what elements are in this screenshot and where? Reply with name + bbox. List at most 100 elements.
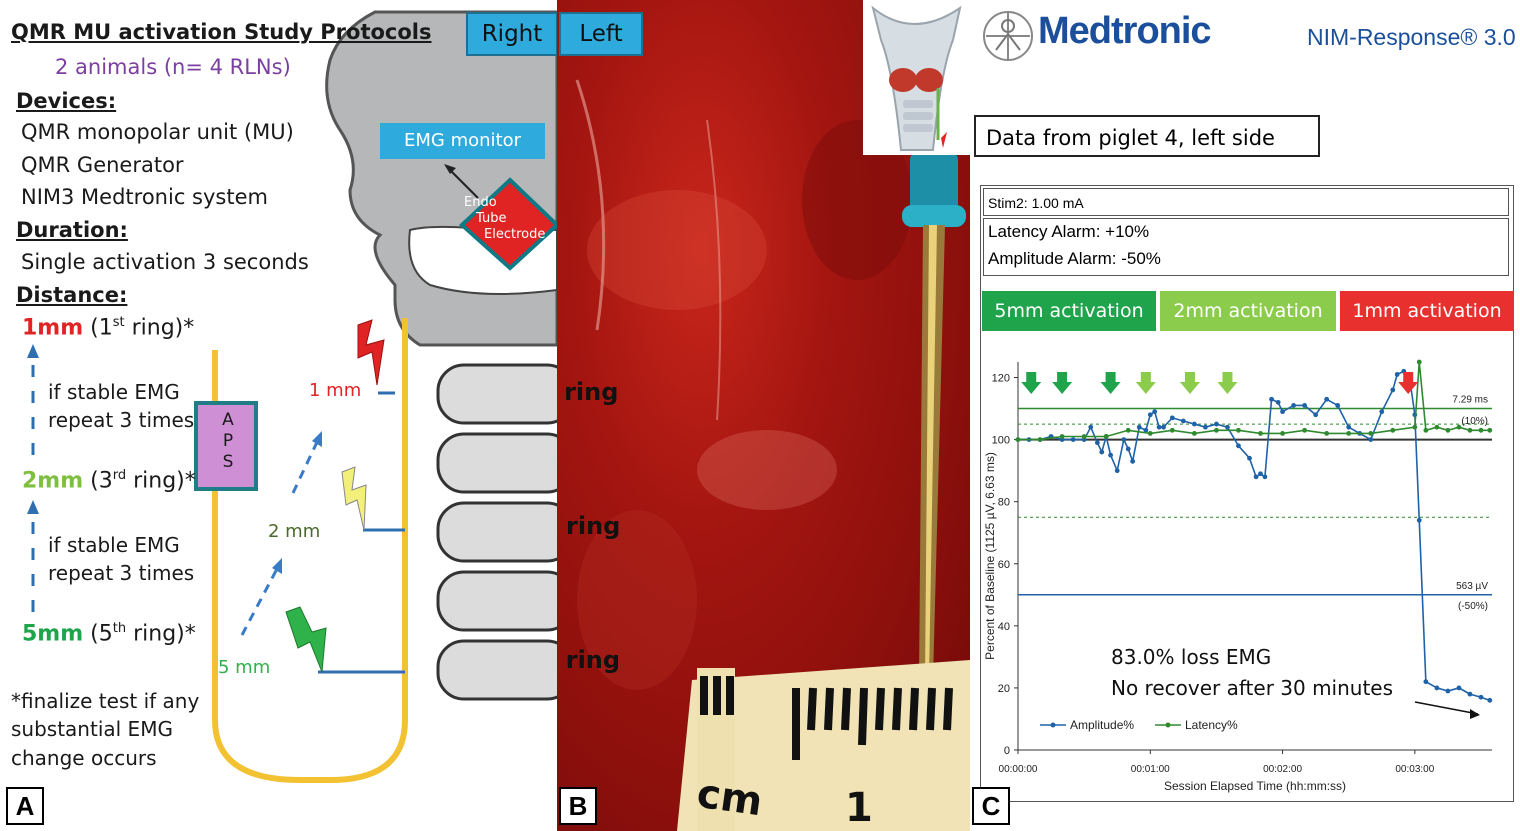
- device-item: QMR monopolar unit (MU): [21, 120, 294, 144]
- data-point-latency: [1346, 430, 1352, 436]
- duration-text: Single activation 3 seconds: [21, 250, 309, 274]
- data-point-latency: [1015, 437, 1021, 442]
- data-point-latency: [1487, 427, 1493, 433]
- distance-1mm: 1mm (1st ring)*: [22, 315, 195, 341]
- panel-a-illustration: [27, 10, 557, 783]
- right-side-label: Right: [466, 12, 557, 56]
- larynx-illustration: [871, 5, 962, 151]
- annotation-amp-pct: (-50%): [1458, 601, 1488, 612]
- dash-arrow-1: [240, 566, 280, 636]
- annotation-latency-ms: 7.29 ms: [1452, 395, 1488, 406]
- data-point-amplitude: [1313, 412, 1319, 418]
- pointer-line: [1414, 701, 1479, 715]
- data-point-amplitude: [1225, 424, 1230, 430]
- ruler-number: 1: [845, 785, 873, 831]
- data-point-amplitude: [1368, 437, 1374, 442]
- data-point-amplitude: [1262, 474, 1268, 480]
- monitor-arrow: [447, 167, 479, 199]
- duration-heading: Duration:: [16, 218, 128, 242]
- activation-5mm-banner: 5mm activation: [982, 291, 1156, 331]
- data-point-amplitude: [1143, 427, 1149, 433]
- y-axis-label: Percent of Baseline (1125 µV, 6.63 ms): [983, 452, 997, 660]
- surgical-photo: [575, 79, 970, 831]
- stim-label: Stim2: 1.00 mA: [983, 188, 1509, 216]
- activation-2mm-banner: 2mm activation: [1160, 291, 1336, 331]
- loss-text-2: No recover after 30 minutes: [1111, 676, 1394, 700]
- data-point-amplitude: [1136, 424, 1142, 430]
- aps-box: [194, 401, 258, 491]
- x-tick-label: 00:02:00: [1263, 764, 1302, 775]
- data-point-latency: [1214, 427, 1219, 433]
- panel-letter-b: B: [559, 787, 597, 825]
- product-name: NIM-Response® 3.0: [1307, 24, 1516, 50]
- legend-amplitude-label: Amplitude%: [1070, 718, 1134, 732]
- data-point-amplitude: [1434, 685, 1440, 691]
- head-silhouette: [325, 10, 557, 347]
- dash-arrow-2: [291, 439, 320, 494]
- endo-tube-electrode: [459, 177, 557, 271]
- y-tick-label: 80: [998, 497, 1010, 509]
- panel-c: Medtronic NIM-Response® 3.0 Data from pi…: [970, 0, 1520, 831]
- data-point-amplitude: [1394, 372, 1400, 377]
- repeat-text-1b: repeat 3 times: [48, 408, 195, 432]
- endo-tube-label: Endo Tube Electrode: [464, 195, 546, 242]
- data-point-amplitude: [1275, 399, 1281, 405]
- annotation-amp-uv: 563 µV: [1456, 581, 1488, 592]
- data-point-amplitude: [1487, 697, 1493, 703]
- data-point-amplitude: [1346, 424, 1352, 430]
- x-tick-label: 00:00:00: [999, 764, 1038, 775]
- data-point-amplitude: [1191, 421, 1197, 427]
- data-point-amplitude: [1253, 474, 1259, 480]
- emg-monitor-box: EMG monitor: [380, 123, 545, 159]
- data-point-latency: [1467, 427, 1473, 433]
- repeat-text-1a: if stable EMG: [48, 380, 180, 404]
- activation-arrow: [1100, 372, 1121, 394]
- data-point-latency: [1059, 434, 1065, 439]
- repeat-text-2b: repeat 3 times: [48, 561, 195, 585]
- panel-a: QMR MU activation Study Protocols 2 anim…: [0, 0, 557, 831]
- data-point-amplitude: [1214, 421, 1219, 427]
- data-point-latency: [1478, 427, 1484, 433]
- activation-arrow: [1135, 372, 1156, 394]
- data-point-latency: [1103, 434, 1109, 439]
- left-side-label: Left: [559, 12, 643, 56]
- y-tick-label: 120: [992, 373, 1010, 385]
- footnote-line-1: *finalize test if any: [11, 689, 200, 713]
- data-point-amplitude: [1156, 424, 1162, 430]
- monitor-arrow-head: [444, 164, 456, 174]
- dash-arrow-1-head: [272, 558, 282, 574]
- data-point-amplitude: [1094, 440, 1100, 446]
- label-1mm: 1 mm: [309, 380, 362, 401]
- y-tick-label: 20: [998, 683, 1010, 695]
- data-point-latency: [1416, 359, 1422, 365]
- devices-heading: Devices:: [16, 89, 117, 113]
- ring-label-5th: 5th ring: [557, 646, 621, 674]
- label-2mm: 2 mm: [268, 521, 321, 542]
- activation-arrow: [1179, 372, 1200, 394]
- data-point-latency: [1280, 430, 1285, 436]
- data-point-latency: [1412, 424, 1418, 430]
- data-point-latency: [1081, 434, 1087, 439]
- data-point-latency: [1423, 427, 1429, 433]
- medtronic-logo-icon: [983, 11, 1033, 61]
- footnote-line-3: change occurs: [11, 746, 157, 770]
- panel-letter-a: A: [6, 787, 44, 825]
- latency-alarm: Latency Alarm: +10%: [988, 222, 1150, 241]
- activation-1mm-banner: 1mm activation: [1340, 291, 1514, 331]
- ruler-unit-label: cm: [694, 770, 766, 826]
- data-point-amplitude: [1258, 471, 1263, 477]
- data-point-amplitude: [1161, 424, 1166, 430]
- y-tick-label: 100: [992, 435, 1010, 447]
- bolt-yellow: [341, 466, 367, 531]
- data-point-amplitude: [1130, 458, 1136, 464]
- y-tick-label: 60: [998, 559, 1010, 571]
- distance-2mm: 2mm (3rd ring)*: [22, 468, 196, 494]
- data-point-amplitude: [1169, 415, 1175, 421]
- data-point-amplitude: [1114, 468, 1120, 474]
- data-point-amplitude: [1423, 679, 1429, 685]
- data-point-amplitude: [1236, 443, 1241, 449]
- data-point-amplitude: [1467, 691, 1473, 697]
- activation-arrow: [1398, 372, 1419, 394]
- data-point-amplitude: [1152, 409, 1158, 415]
